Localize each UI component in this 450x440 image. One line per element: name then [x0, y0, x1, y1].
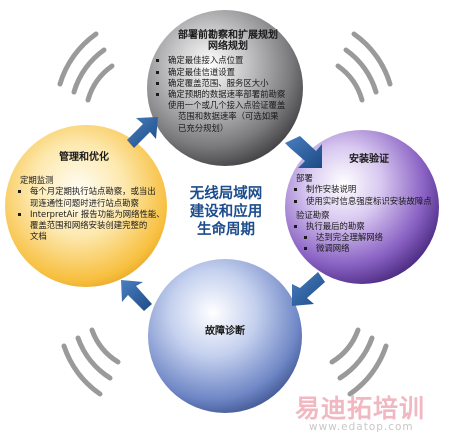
- center-title-line1: 无线局域网: [189, 186, 263, 202]
- list-item: 确定最佳信道设置: [168, 67, 298, 78]
- list-item: 确定覆盖范围、服务区大小: [168, 78, 298, 89]
- top-title-2: 网络规划: [208, 41, 248, 53]
- top-sphere-text: 部署前勘察和扩展规划 网络规划 确定最佳接入点位置 确定最佳信道设置 确定覆盖范…: [158, 30, 298, 134]
- right-section-deploy: 部署: [296, 173, 313, 184]
- bottom-title: 故障诊断: [205, 326, 245, 337]
- list-item: 使用实时信息强度标识安装故障点: [306, 196, 442, 207]
- top-title-1: 部署前勘察和扩展规划: [178, 30, 278, 41]
- center-title: 无线局域网 建设和应用 生命周期: [170, 185, 282, 239]
- top-extra-3: 已充分规划）: [178, 122, 229, 133]
- list-item: 执行最后的勘察: [306, 221, 442, 232]
- left-item-1-line1: 每个月定期执行站点勘察，或当出: [30, 186, 156, 197]
- right-verify-sublist: 达到完全理解网络 微调网络: [296, 232, 442, 254]
- list-item: 达到完全理解网络: [316, 232, 442, 243]
- list-item: InterpretAir 报告功能为网络性能、 覆盖范围和网络安装创建完整的 文…: [30, 209, 172, 243]
- left-sphere: [5, 125, 167, 287]
- left-section-monitor: 定期监测: [20, 175, 54, 186]
- right-verify-list: 执行最后的勘察: [296, 221, 442, 232]
- bottom-sphere: [148, 259, 302, 413]
- right-sphere: [285, 130, 439, 284]
- list-item: 每个月定期执行站点勘察，或当出 现连通性问题时进行站点勘察: [30, 186, 172, 208]
- left-sphere-text: 管理和优化 定期监测 每个月定期执行站点勘察，或当出 现连通性问题时进行站点勘察…: [20, 152, 172, 242]
- right-deploy-list: 制作安装说明 使用实时信息强度标识安装故障点: [296, 184, 442, 206]
- right-section-verify: 验证勘察: [296, 209, 330, 220]
- list-item: 微调网络: [316, 243, 442, 254]
- left-list: 每个月定期执行站点勘察，或当出 现连通性问题时进行站点勘察 InterpretA…: [20, 186, 172, 242]
- list-item: 确定预期的数据速率部署前勘察: [168, 89, 298, 100]
- top-list: 确定最佳接入点位置 确定最佳信道设置 确定覆盖范围、服务区大小 确定预期的数据速…: [158, 55, 298, 100]
- top-extra-2: 范围和数据速率（可选如果: [178, 111, 279, 122]
- radio-wave-arcs-icon: [57, 31, 393, 397]
- top-sphere: [147, 10, 303, 166]
- left-title: 管理和优化: [59, 152, 109, 163]
- top-extra-1: 使用一个或几个接入点验证覆盖: [168, 100, 286, 111]
- list-item: 确定最佳接入点位置: [168, 55, 298, 66]
- left-item-1-line2: 现连通性问题时进行站点勘察: [30, 197, 139, 208]
- left-item-2-line3: 文档: [30, 231, 47, 242]
- left-item-2-line1: InterpretAir 报告功能为网络性能、: [30, 208, 165, 219]
- watermark-url: www.edatop.com: [309, 421, 414, 433]
- left-item-2-line2: 覆盖范围和网络安装创建完整的: [30, 220, 148, 231]
- right-sphere-text: 安装验证 部署 制作安装说明 使用实时信息强度标识安装故障点 验证勘察 执行最后…: [296, 154, 442, 255]
- cycle-arrow-icon: [121, 117, 325, 311]
- right-title: 安装验证: [349, 154, 389, 165]
- list-item: 制作安装说明: [306, 184, 442, 195]
- watermark-logo-text: 易迪拓培训: [295, 394, 426, 423]
- bottom-sphere-text: 故障诊断: [175, 326, 275, 337]
- center-title-line2: 建设和应用: [189, 204, 263, 220]
- center-title-line3: 生命周期: [197, 222, 255, 238]
